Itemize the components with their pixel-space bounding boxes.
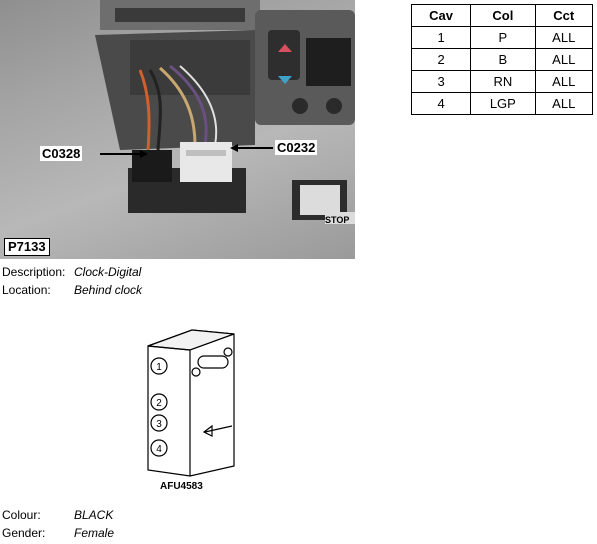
cell-cct: ALL <box>534 70 593 93</box>
table-header-row: Cav Col Cct <box>410 4 593 27</box>
cell-col: P <box>470 26 536 49</box>
dashboard-photo-illustration <box>95 0 355 224</box>
connector-location-photo: C0328 C0232 STOP P7133 <box>0 0 355 259</box>
table-row: 2 B ALL <box>410 48 593 71</box>
pin-3-label: 3 <box>156 419 162 430</box>
cell-col: B <box>470 48 536 71</box>
gender-value: Female <box>74 526 115 540</box>
pin-table: Cav Col Cct 1 P ALL 2 B ALL 3 RN ALL 4 L… <box>410 4 593 115</box>
connector-face-diagram: 1 2 3 4 <box>147 329 235 477</box>
table-row: 3 RN ALL <box>410 70 593 93</box>
colour-line: Colour: BLACK <box>2 508 113 523</box>
gender-label: Gender: <box>2 526 46 540</box>
cell-cav: 1 <box>410 26 472 49</box>
cell-cct: ALL <box>534 92 593 115</box>
description-value: Clock-Digital <box>74 265 142 279</box>
location-line: Location: Behind clock <box>2 283 142 298</box>
location-value: Behind clock <box>74 283 143 297</box>
callout-right-connector: C0232 <box>275 140 318 155</box>
header-cav: Cav <box>410 4 472 27</box>
cell-cct: ALL <box>534 48 593 71</box>
cell-cav: 4 <box>410 92 472 115</box>
header-cct: Cct <box>534 4 593 27</box>
cell-col: LGP <box>470 92 536 115</box>
location-label: Location: <box>2 283 51 297</box>
header-col: Col <box>470 4 536 27</box>
colour-label: Colour: <box>2 508 41 522</box>
pin-2-label: 2 <box>156 398 162 409</box>
pin-4-label: 4 <box>156 444 162 455</box>
stop-label: STOP <box>325 215 350 225</box>
pin-1-label: 1 <box>156 362 162 373</box>
cell-cct: ALL <box>534 26 593 49</box>
colour-value: BLACK <box>74 508 114 522</box>
gender-line: Gender: Female <box>2 526 114 541</box>
description-line: Description: Clock-Digital <box>2 265 141 280</box>
photo-id-label: P7133 <box>4 238 50 256</box>
cell-col: RN <box>470 70 536 93</box>
table-row: 1 P ALL <box>410 26 593 49</box>
callout-left-connector: C0328 <box>40 146 83 161</box>
cell-cav: 3 <box>410 70 472 93</box>
description-label: Description: <box>2 265 66 279</box>
table-row: 4 LGP ALL <box>410 92 593 115</box>
cell-cav: 2 <box>410 48 472 71</box>
diagram-reference: AFU4583 <box>160 481 203 492</box>
